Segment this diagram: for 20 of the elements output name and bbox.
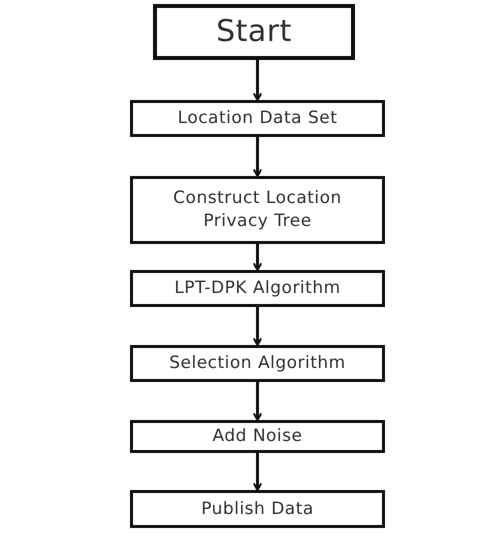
process-box: [130, 100, 385, 137]
box-label: Start: [216, 12, 292, 51]
arrow: [252, 453, 262, 491]
box-label: LPT-DPK Algorithm: [174, 277, 341, 300]
box-label: Construct Location Privacy Tree: [172, 187, 343, 233]
process-box: [130, 420, 385, 453]
process-box: [130, 270, 385, 307]
process-box: [130, 490, 385, 528]
process-box: [130, 345, 385, 382]
process-box: [153, 4, 355, 60]
arrow: [252, 244, 262, 271]
box-label: Add Noise: [212, 425, 302, 448]
process-box: [130, 176, 385, 244]
arrow: [252, 60, 262, 101]
box-label: Selection Algorithm: [169, 352, 346, 375]
arrow: [252, 307, 262, 346]
arrow: [252, 382, 262, 421]
arrow: [252, 137, 262, 177]
box-label: Publish Data: [201, 498, 314, 520]
box-label: Location Data Set: [178, 107, 338, 130]
